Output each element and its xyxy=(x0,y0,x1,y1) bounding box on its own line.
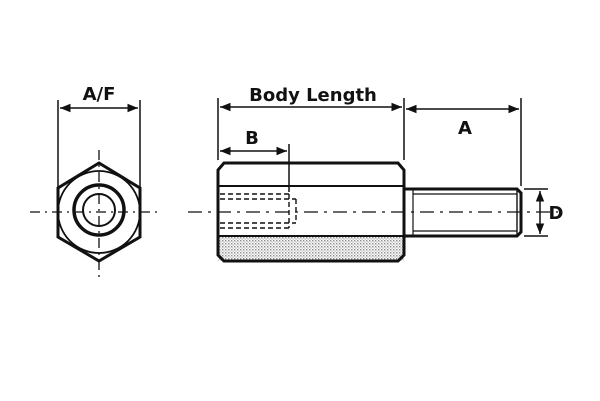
b-dimension xyxy=(220,144,290,192)
a-dimension xyxy=(406,98,522,186)
bore-inner-circle xyxy=(82,193,116,227)
af-label: A/F xyxy=(83,84,116,105)
body-length-label: Body Length xyxy=(249,85,377,106)
d-dimension xyxy=(524,188,548,237)
a-label: A xyxy=(458,118,472,139)
body-outline xyxy=(216,161,406,263)
internal-thread xyxy=(220,193,297,229)
body-length-dimension xyxy=(217,98,405,160)
stud-outline xyxy=(404,187,523,238)
d-label: D xyxy=(549,203,564,224)
side-view xyxy=(188,161,558,263)
af-dimension xyxy=(57,100,141,188)
bore-outer-circle xyxy=(72,183,126,237)
knurled-band xyxy=(218,236,404,261)
b-label: B xyxy=(245,128,259,149)
chamfer-circle xyxy=(57,170,141,254)
